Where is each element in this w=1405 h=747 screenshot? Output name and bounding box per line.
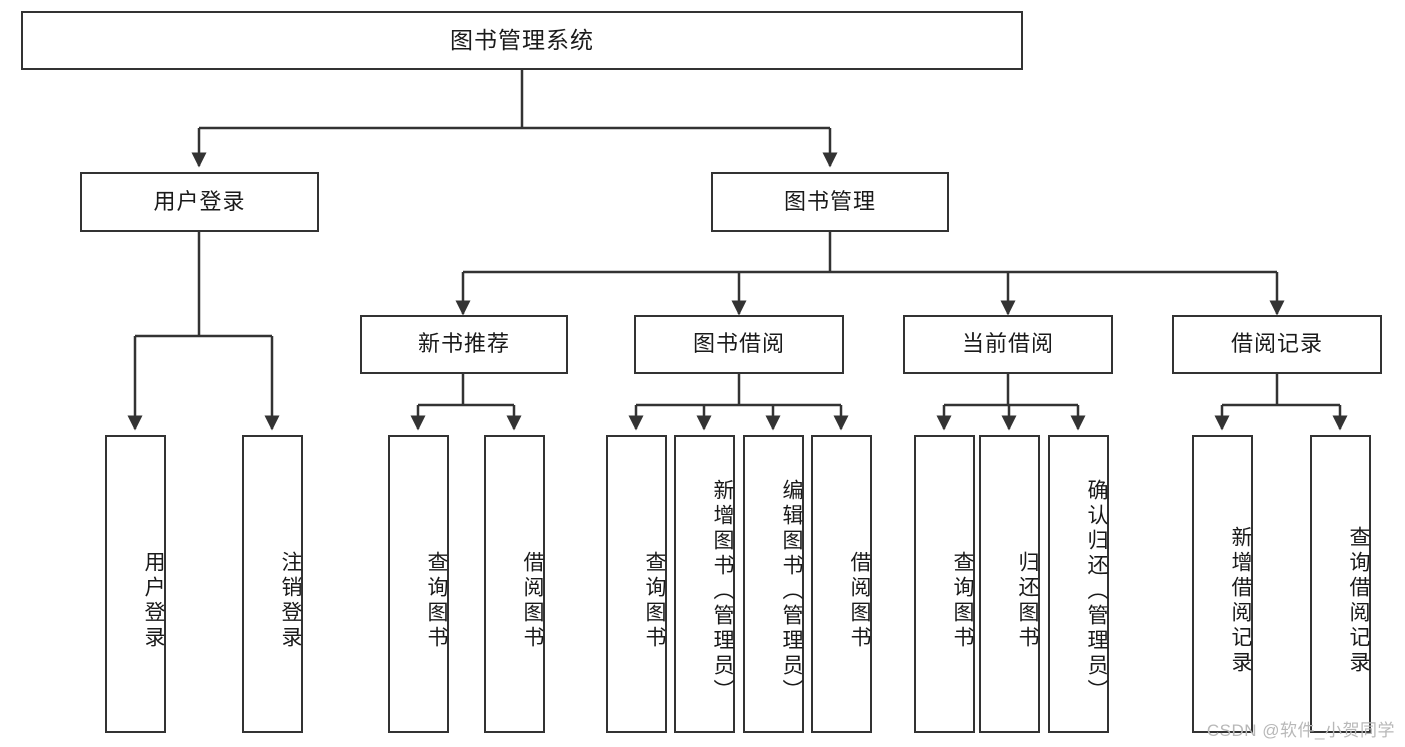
node-leaf-query-book-2[interactable]: 查询图书 [606, 435, 667, 733]
node-leaf-query-record[interactable]: 查询借阅记录 [1310, 435, 1371, 733]
node-leaf-borrow-book-1[interactable]: 借阅图书 [484, 435, 545, 733]
node-leaf-add-record[interactable]: 新增借阅记录 [1192, 435, 1253, 733]
node-current-borrow[interactable]: 当前借阅 [903, 315, 1113, 374]
node-leaf-query-book-3[interactable]: 查询图书 [914, 435, 975, 733]
node-leaf-query-book-1[interactable]: 查询图书 [388, 435, 449, 733]
node-book-manage[interactable]: 图书管理 [711, 172, 949, 232]
node-user-login[interactable]: 用户登录 [80, 172, 319, 232]
node-leaf-borrow-book-2[interactable]: 借阅图书 [811, 435, 872, 733]
node-leaf-add-book[interactable]: 新增图书（管理员） [674, 435, 735, 733]
node-leaf-edit-book[interactable]: 编辑图书（管理员） [743, 435, 804, 733]
node-leaf-return-book[interactable]: 归还图书 [979, 435, 1040, 733]
node-leaf-confirm-return[interactable]: 确认归还（管理员） [1048, 435, 1109, 733]
node-root[interactable]: 图书管理系统 [21, 11, 1023, 70]
node-leaf-user-login[interactable]: 用户登录 [105, 435, 166, 733]
node-borrow-record[interactable]: 借阅记录 [1172, 315, 1382, 374]
watermark-text: CSDN @软件_小贺同学 [1206, 721, 1395, 740]
node-leaf-logout[interactable]: 注销登录 [242, 435, 303, 733]
node-new-book-recommend[interactable]: 新书推荐 [360, 315, 568, 374]
node-book-borrow[interactable]: 图书借阅 [634, 315, 844, 374]
